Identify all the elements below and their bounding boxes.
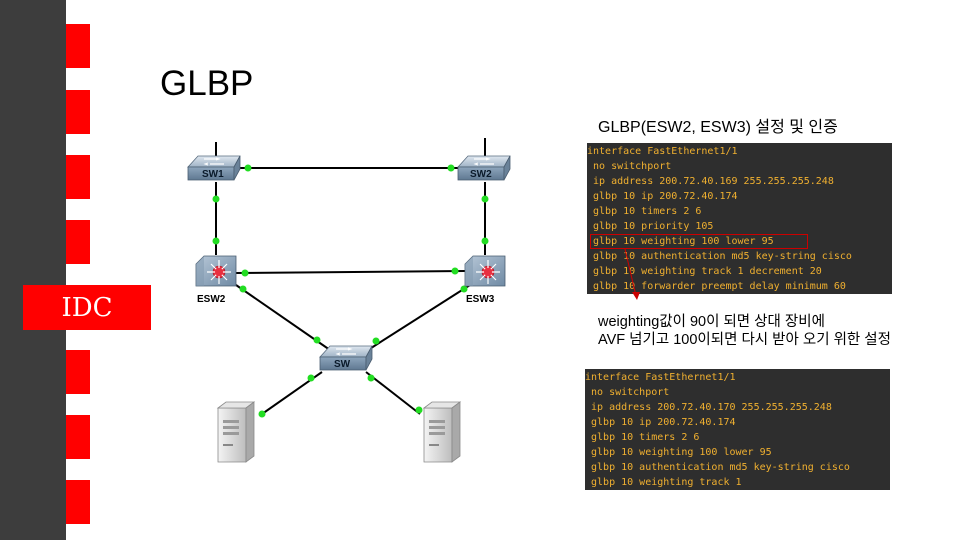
red-tab	[66, 90, 90, 134]
device-label-esw3: ESW3	[466, 294, 495, 305]
config-line: no switchport	[587, 161, 672, 172]
config-line: glbp 10 timers 2 6	[585, 432, 700, 443]
red-tab	[66, 155, 90, 199]
red-tab	[66, 480, 90, 524]
device-label-esw2: ESW2	[197, 294, 226, 305]
switch-icon: SW2	[457, 155, 511, 181]
config-line: glbp 10 weighting track 1 decrement 20	[587, 266, 822, 277]
red-tab	[66, 24, 90, 68]
switch-icon: SW	[319, 345, 373, 371]
note-line: AVF 넘기고 100이되면 다시 받아 오기 위한 설정	[598, 332, 891, 348]
network-topology-diagram: SW1 SW2 ESW2 ESW3 SW	[187, 138, 511, 463]
config-line: glbp 10 timers 2 6	[587, 206, 702, 217]
config-line: no switchport	[585, 387, 670, 398]
switch-icon: SW1	[187, 155, 241, 181]
config-line: glbp 10 weighting 100 lower 95	[587, 236, 774, 247]
config-line: glbp 10 ip 200.72.40.174	[587, 191, 738, 202]
config-line: ip address 200.72.40.170 255.255.255.248	[585, 402, 832, 413]
config-line: glbp 10 authentication md5 key-string ci…	[587, 251, 852, 262]
device-label-sw1: SW1	[202, 169, 224, 180]
device-label-sw: SW	[334, 359, 351, 370]
device-label-sw2: SW2	[470, 169, 492, 180]
config-line: interface FastEthernet1/1	[585, 372, 736, 383]
sidebar	[0, 0, 66, 540]
config-section-heading: GLBP(ESW2, ESW3) 설정 및 인증	[598, 119, 838, 136]
config-line: glbp 10 weighting track 1	[585, 477, 742, 488]
config-line: ip address 200.72.40.169 255.255.255.248	[587, 176, 834, 187]
config-line: interface FastEthernet1/1	[587, 146, 738, 157]
page-title: GLBP	[160, 64, 254, 103]
config-line: glbp 10 ip 200.72.40.174	[585, 417, 736, 428]
config-line: glbp 10 weighting 100 lower 95	[585, 447, 772, 458]
config-block-esw3: interface FastEthernet1/1 no switchport …	[585, 369, 890, 490]
note-line: weighting값이 90이 되면 상대 장비에	[598, 314, 825, 330]
config-block-esw2: interface FastEthernet1/1 no switchport …	[587, 143, 892, 294]
weighting-highlight-box	[590, 234, 808, 249]
config-line: glbp 10 forwarder preempt delay minimum …	[587, 281, 846, 292]
section-label-idc: IDC	[23, 285, 151, 330]
config-line: glbp 10 authentication md5 key-string ci…	[585, 462, 850, 473]
weighting-note: weighting값이 90이 되면 상대 장비에 AVF 넘기고 100이되면…	[598, 313, 891, 349]
red-tab	[66, 350, 90, 394]
red-tab	[66, 415, 90, 459]
red-tab	[66, 220, 90, 264]
config-line: glbp 10 priority 105	[587, 221, 714, 232]
link-status-dots	[212, 164, 489, 418]
